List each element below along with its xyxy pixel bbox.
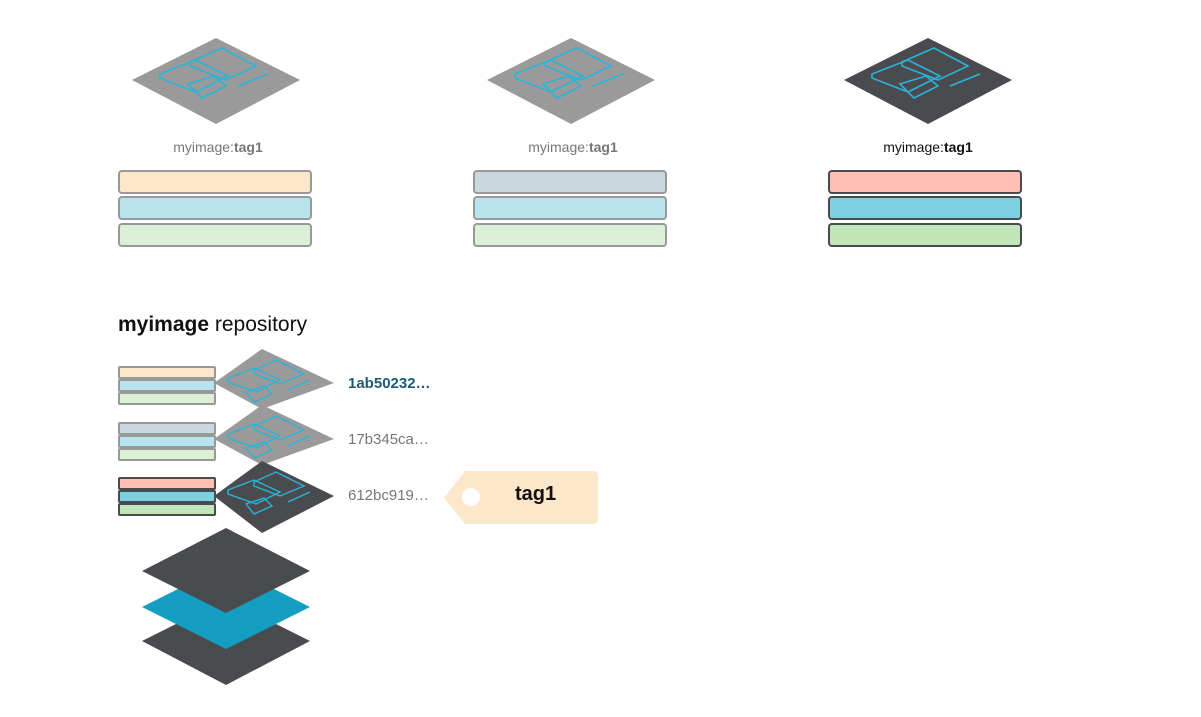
stack-top-layer (142, 528, 310, 613)
image-diamond-icon (844, 38, 1012, 124)
image-diamond-icon (487, 38, 655, 124)
image-tag: tag1 (588, 139, 618, 155)
mini-layer-1 (118, 422, 216, 435)
repository-suffix: repository (209, 313, 308, 336)
image-hash-2[interactable]: 17b345ca… (348, 431, 429, 448)
layer-2 (473, 196, 667, 220)
layer-3 (828, 223, 1022, 247)
mini-layer-2 (118, 379, 216, 392)
image-tag: tag1 (943, 139, 973, 155)
mini-layer-3 (118, 448, 216, 461)
diamond-shape (487, 38, 655, 124)
image-name: myimage (528, 139, 586, 155)
layer-2 (118, 196, 312, 220)
layer-2 (828, 196, 1022, 220)
diamond-shape (132, 38, 300, 124)
tag-label[interactable]: tag1 (515, 483, 557, 505)
mini-layer-2 (118, 435, 216, 448)
mini-layer-1 (118, 477, 216, 490)
mini-layer-1 (118, 366, 216, 379)
image-card-3: myimage:tag1 (828, 0, 1028, 260)
image-hash-3[interactable]: 612bc919… (348, 487, 429, 504)
image-tag: tag1 (233, 139, 263, 155)
tag-hole (462, 488, 480, 506)
mini-layer-3 (118, 503, 216, 516)
layer-3 (473, 223, 667, 247)
tag-shape (444, 471, 598, 524)
layer-1 (828, 170, 1022, 194)
image-card-1: myimage:tag1 (118, 0, 318, 260)
mini-layer-3 (118, 392, 216, 405)
diamond-shape (214, 405, 334, 465)
repo-entry-2 (118, 404, 448, 466)
layer-1 (118, 170, 312, 194)
repository-name: myimage (118, 313, 210, 336)
layer-stack-icon (142, 528, 310, 685)
image-label-1: myimage:tag1 (173, 139, 263, 155)
diamond-shape (214, 349, 334, 409)
image-diamond-icon (214, 461, 334, 533)
repo-entry-1 (118, 348, 448, 410)
image-hash-1[interactable]: 1ab50232… (348, 375, 431, 392)
image-diamond-icon (132, 38, 300, 124)
image-label-2: myimage:tag1 (528, 139, 618, 155)
diamond-shape (844, 38, 1012, 124)
diamond-shape (214, 461, 334, 533)
mini-layer-2 (118, 490, 216, 503)
repo-entry-3 (118, 460, 448, 534)
image-card-2: myimage:tag1 (473, 0, 673, 260)
repository-title: myimage repository (118, 313, 307, 337)
image-name: myimage (883, 139, 941, 155)
image-name: myimage (173, 139, 231, 155)
tag-icon (444, 471, 598, 524)
image-label-3: myimage:tag1 (883, 139, 973, 155)
image-diamond-icon (214, 405, 334, 465)
image-diamond-icon (214, 349, 334, 409)
layer-1 (473, 170, 667, 194)
layer-3 (118, 223, 312, 247)
